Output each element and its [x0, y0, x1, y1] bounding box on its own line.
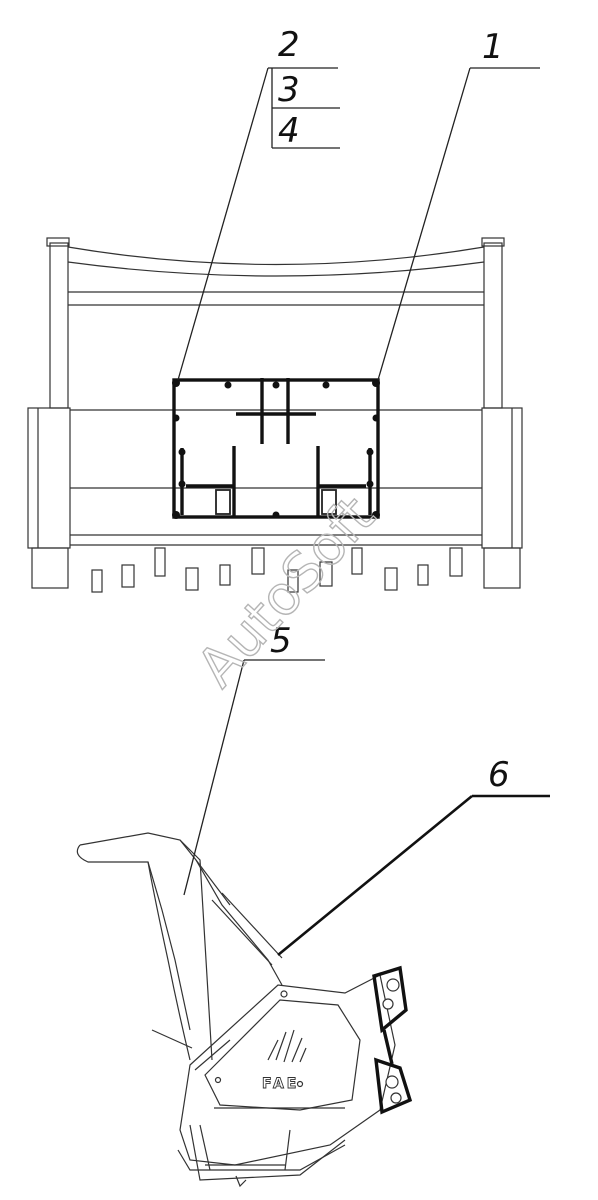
teeth-row — [91, 547, 463, 593]
leader-6 — [277, 794, 473, 957]
logo-text: FAE — [262, 1076, 299, 1092]
leader-5 — [183, 659, 245, 896]
mulcher-side-view: FAE — [76, 659, 550, 1188]
callout-4: 4 — [278, 111, 300, 151]
rear-bracket — [372, 965, 413, 1115]
callout-1: 1 — [482, 27, 504, 67]
leader-1 — [377, 67, 471, 381]
fae-logo: FAE — [262, 1029, 307, 1092]
leader-2 — [177, 67, 269, 381]
callout-2: 2 — [278, 25, 300, 65]
callout-3: 3 — [278, 70, 300, 110]
callout-5: 5 — [270, 621, 292, 661]
mulcher-top-view — [27, 67, 540, 593]
callout-6: 6 — [488, 755, 510, 795]
mounting-plate — [172, 378, 380, 519]
